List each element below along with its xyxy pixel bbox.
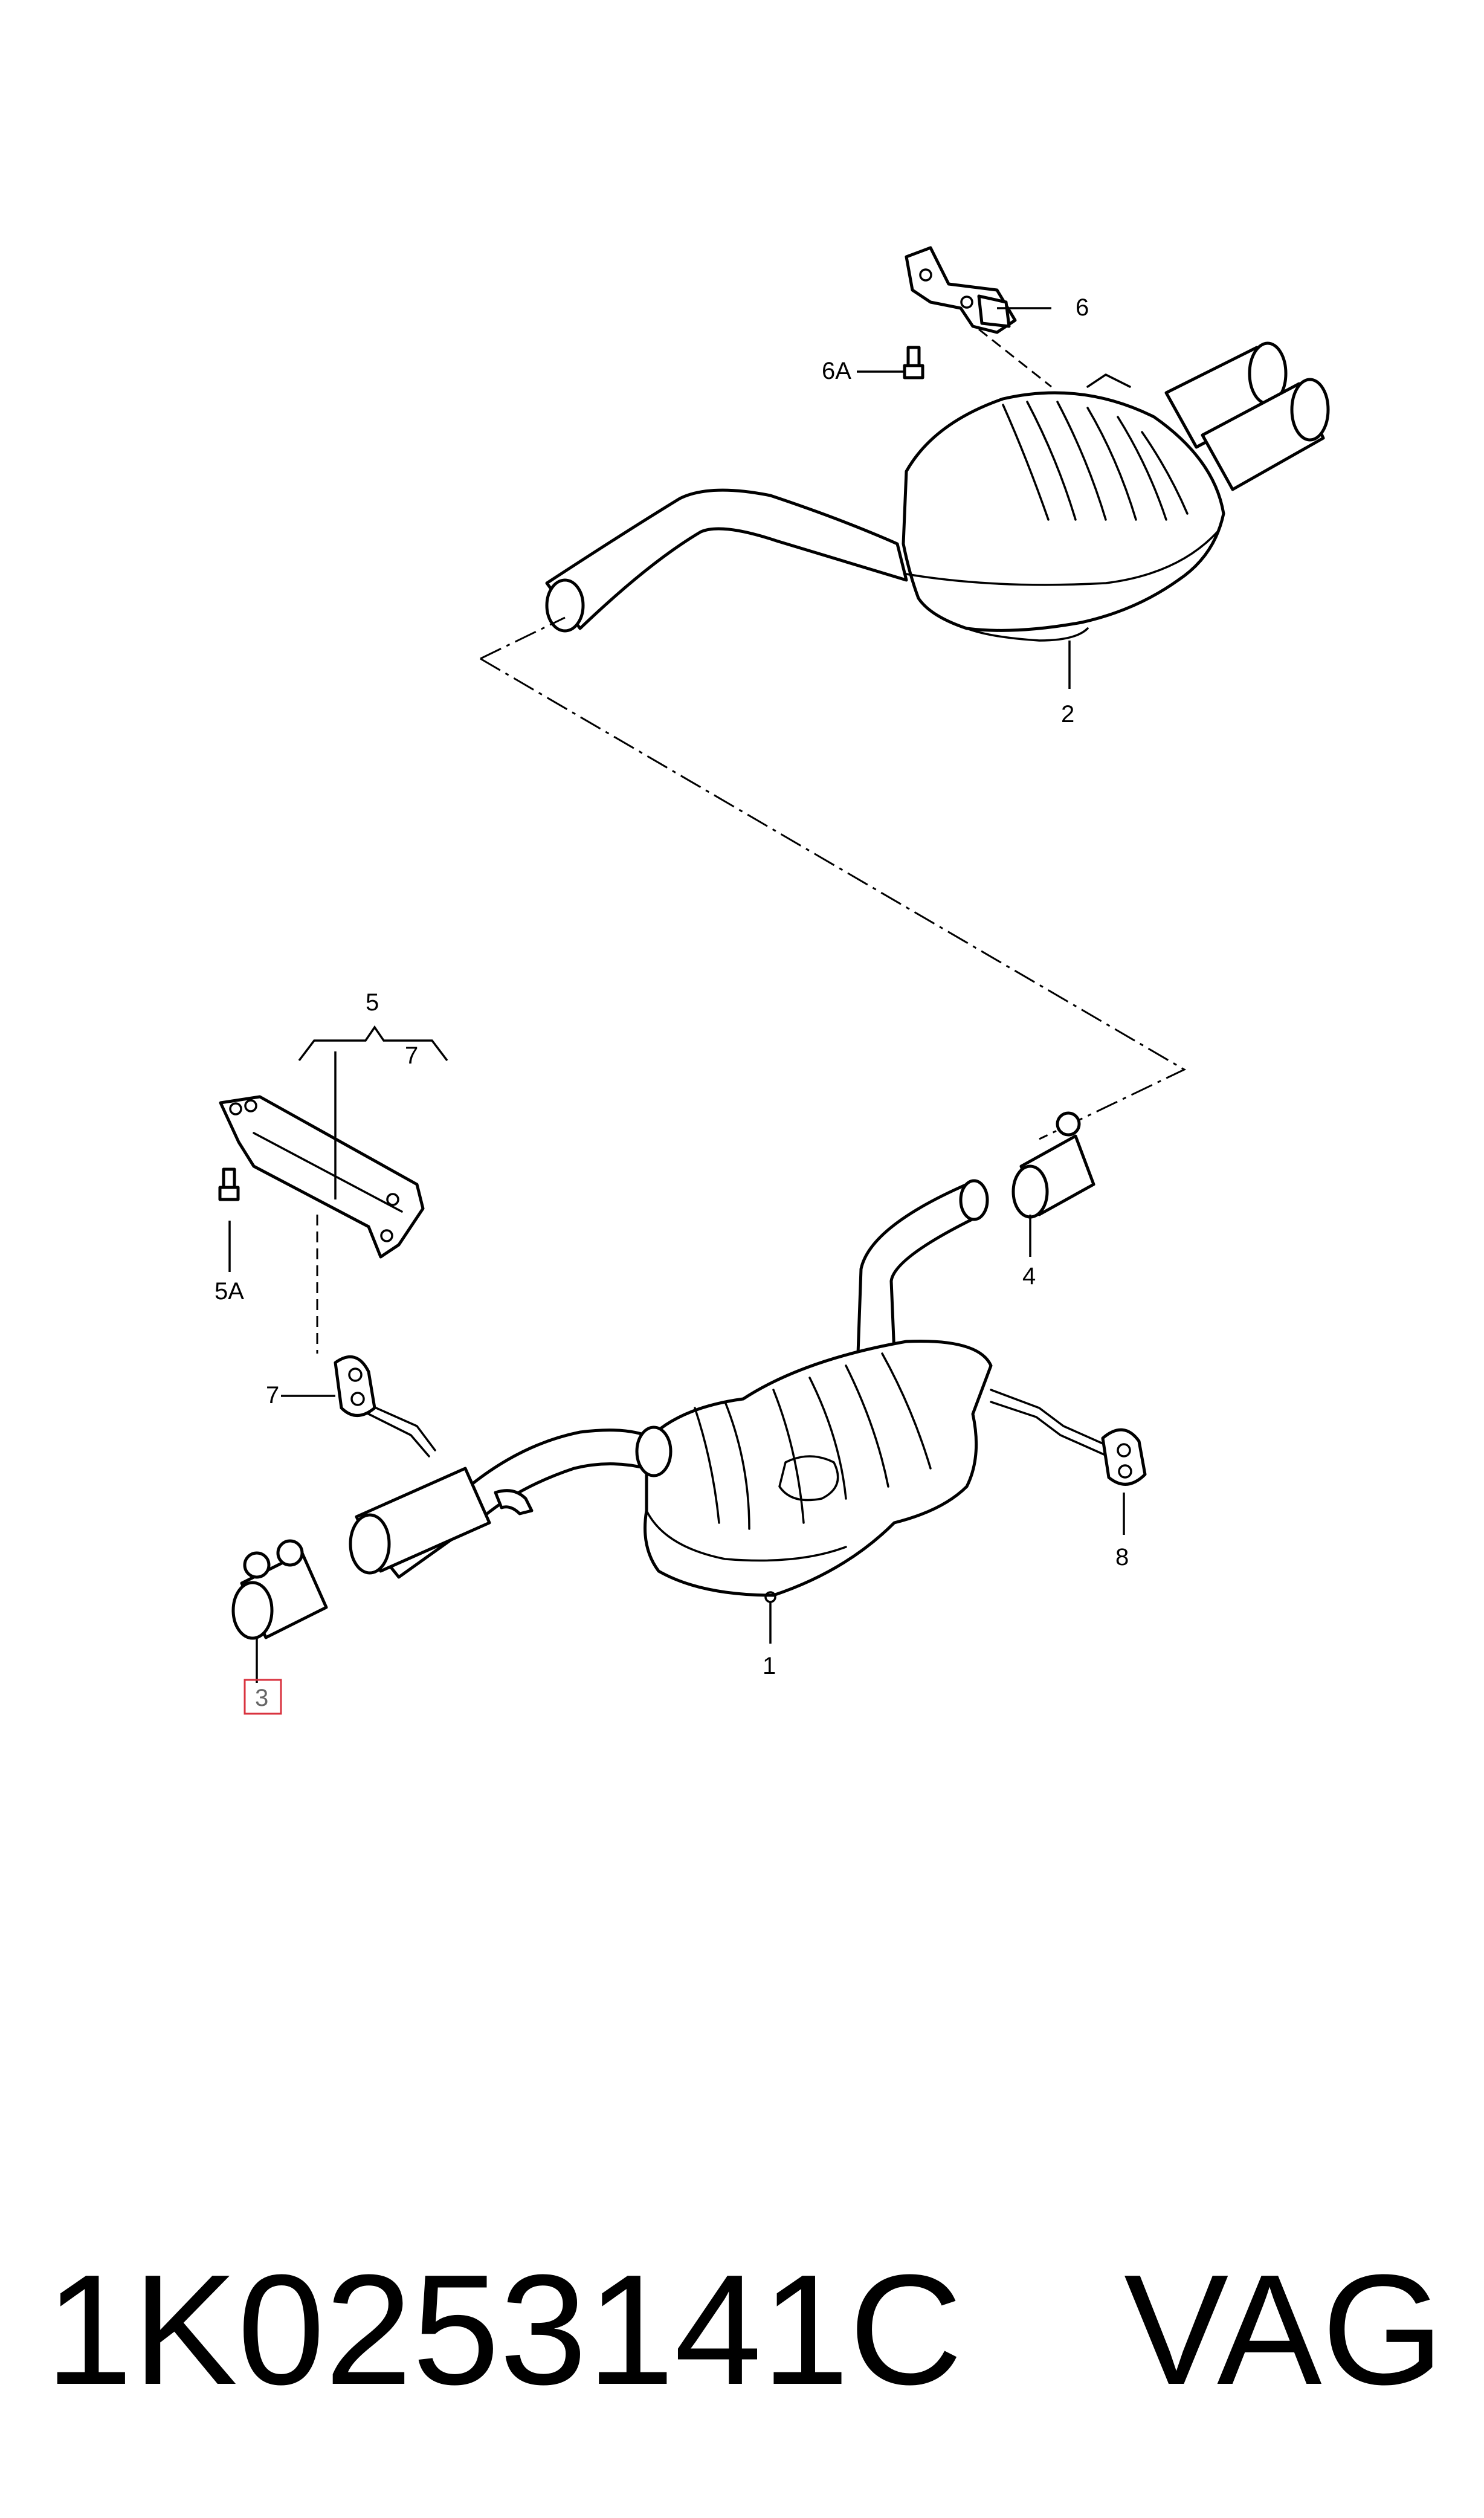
callout-7: 7 — [266, 1382, 279, 1409]
bolt-5a — [218, 1167, 240, 1201]
brand-label: VAG — [1124, 2242, 1444, 2418]
rubber-mount-8 — [1101, 1428, 1147, 1486]
front-hanger-bracket — [219, 1095, 425, 1354]
connection-line — [480, 616, 1187, 1140]
callout-3: 3 — [255, 1685, 268, 1711]
leader-lines — [228, 307, 1125, 1683]
callout-4: 4 — [1022, 1263, 1036, 1290]
callout-2: 2 — [1061, 701, 1074, 728]
callout-3-highlight: 3 — [244, 1679, 282, 1715]
center-silencer — [349, 1179, 1119, 1603]
clamp-3 — [231, 1539, 328, 1640]
rubber-mount-7 — [334, 1355, 376, 1417]
part-number: 1K0253141C — [45, 2242, 963, 2418]
highlight-box — [244, 1679, 282, 1715]
callout-8: 8 — [1115, 1544, 1129, 1571]
clamp-4 — [1011, 1111, 1095, 1219]
callout-7-top: 7 — [405, 1042, 418, 1069]
rear-hanger-bracket — [905, 246, 1052, 388]
callout-1: 1 — [763, 1653, 776, 1679]
callout-6a: 6A — [822, 358, 851, 384]
callout-5: 5 — [366, 989, 379, 1016]
rear-silencer — [545, 341, 1330, 642]
callout-6: 6 — [1076, 294, 1089, 321]
bolt-6a — [903, 346, 924, 379]
callout-5a: 5A — [215, 1278, 244, 1305]
